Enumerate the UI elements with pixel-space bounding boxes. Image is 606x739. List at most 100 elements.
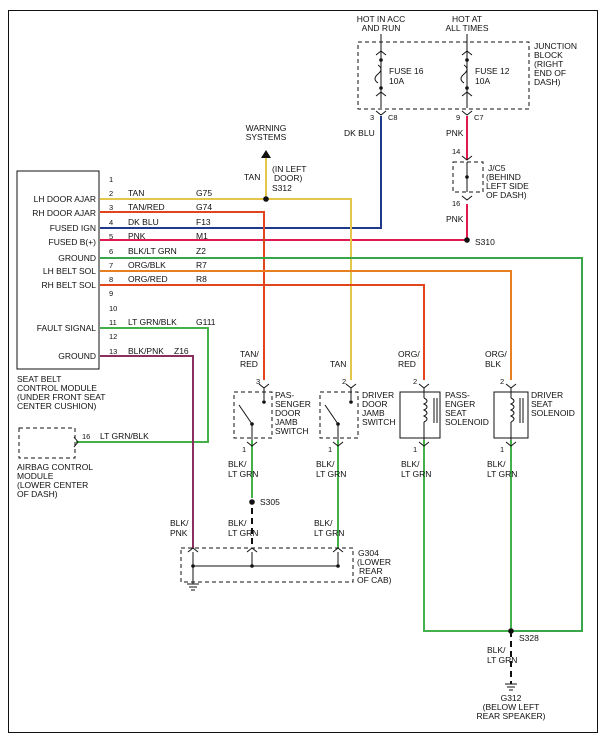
ground-g304: BLK/ PNK BLK/ LT GRN BLK/ LT GRN G304 (L… — [170, 518, 392, 591]
splice-s312 — [263, 196, 269, 202]
pin-2: 2 — [109, 189, 113, 198]
junction-block-label-5: DASH) — [534, 77, 561, 87]
drv-switch-wire-bottom-2: LT GRN — [316, 469, 346, 479]
fuse-12-rating: 10A — [475, 76, 490, 86]
pin13-color: BLK/PNK — [128, 346, 164, 356]
pin2-circuit: G75 — [196, 188, 212, 198]
pin13-circuit: Z16 — [174, 346, 189, 356]
pass-sol-wire-top-2: RED — [398, 359, 416, 369]
g304-wire-b-1: BLK/ — [228, 518, 247, 528]
pass-switch-pin-top: 3 — [256, 377, 260, 386]
pin-5: 5 — [109, 232, 113, 241]
pin-6: 6 — [109, 247, 113, 256]
junction-pin-3: 3 — [370, 113, 374, 122]
module-label-rh-belt-sol: RH BELT SOL — [42, 280, 97, 290]
pin8-color: ORG/RED — [128, 274, 168, 284]
module-label-lh-belt-sol: LH BELT SOL — [43, 266, 96, 276]
fuse-12-label: FUSE 12 — [475, 66, 510, 76]
pin-7: 7 — [109, 261, 113, 270]
pin-4: 4 — [109, 218, 113, 227]
jc5-label-1: J/C5 — [488, 163, 506, 173]
wire-pnk-top-label: PNK — [446, 128, 464, 138]
wire-pnk-bottom-label: PNK — [446, 214, 464, 224]
pin-11: 11 — [109, 318, 117, 327]
module-label-rh-door-ajar: RH DOOR AJAR — [32, 208, 96, 218]
pass-switch-wire-bottom-1: BLK/ — [228, 459, 247, 469]
airbag-caption-4: OF DASH) — [17, 489, 58, 499]
g304-wire-a-1: BLK/ — [170, 518, 189, 528]
g304-wire-c-1: BLK/ — [314, 518, 333, 528]
junction-block-label-1: JUNCTION — [534, 41, 577, 51]
module-outline — [16, 170, 100, 370]
drv-switch-pin-top: 2 — [342, 377, 346, 386]
g312-label-3: REAR SPEAKER) — [477, 711, 546, 721]
module-label-ground-1: GROUND — [58, 253, 96, 263]
pin6-color: BLK/LT GRN — [128, 246, 177, 256]
g312-wire-2: LT GRN — [487, 655, 517, 665]
drv-sol-label-1: DRIVER — [531, 390, 563, 400]
g312-wire-1: BLK/ — [487, 645, 506, 655]
wire-tan-g75 — [100, 198, 352, 380]
pin8-circuit: R8 — [196, 274, 207, 284]
drv-switch-label-4: SWITCH — [362, 417, 396, 427]
splice-s305 — [249, 499, 255, 505]
junction-conn-c7: C7 — [474, 113, 484, 122]
module-caption-1: SEAT BELT — [17, 374, 61, 384]
ground-g312 — [505, 683, 517, 691]
g312-label-2: (BELOW LEFT — [483, 702, 540, 712]
pass-sol-wire-top-1: ORG/ — [398, 349, 420, 359]
pin7-color: ORG/BLK — [128, 260, 166, 270]
drv-switch-label-1: DRIVER — [362, 390, 394, 400]
module-label-fault-signal: FAULT SIGNAL — [37, 323, 96, 333]
junction-connector-jc5: 14 16 J/C5 (BEHIND LEFT SIDE OF DASH) — [452, 147, 529, 208]
wire-dk-blu-f13 — [100, 116, 382, 229]
wire-blk-pnk-z16 — [100, 355, 194, 548]
drv-sol-wire-bottom-1: BLK/ — [487, 459, 506, 469]
pass-switch-label-1: PAS- — [275, 390, 294, 400]
pass-sol-pin-top: 2 — [413, 377, 417, 386]
pin-10: 10 — [109, 304, 117, 313]
pass-switch-label-3: DOOR — [275, 408, 301, 418]
drv-switch-wire-top: TAN — [330, 359, 346, 369]
pass-switch-label-5: SWITCH — [275, 426, 309, 436]
splice-s310-label: S310 — [475, 237, 495, 247]
drv-sol-wire-top-2: BLK — [485, 359, 501, 369]
drv-sol-wire-bottom-2: LT GRN — [487, 469, 517, 479]
pin11-circuit: G111 — [196, 317, 216, 327]
fuse-16 — [374, 42, 387, 108]
g312-label-1: G312 — [501, 693, 522, 703]
module-label-ground-2: GROUND — [58, 351, 96, 361]
driver-door-jamb-switch: TAN 2 1 DRIVER DOOR JAMB SWITCH BLK/ LT … — [316, 359, 396, 479]
jc5-label-3: LEFT SIDE — [486, 181, 529, 191]
g304-wire-a-2: PNK — [170, 528, 188, 538]
junction-block-outline — [357, 41, 530, 110]
pin4-circuit: F13 — [196, 217, 211, 227]
pin7-circuit: R7 — [196, 260, 207, 270]
splice-s310 — [464, 237, 470, 243]
junction-conn-c8: C8 — [388, 113, 398, 122]
pass-switch-label-2: SENGER — [275, 399, 311, 409]
pass-switch-label-4: JAMB — [275, 417, 298, 427]
drv-switch-pin-bottom: 1 — [328, 445, 332, 454]
pass-switch-wire-top-2: RED — [240, 359, 258, 369]
pin2-color: TAN — [128, 188, 144, 198]
wire-dk-blu-label: DK BLU — [344, 128, 375, 138]
hot-all-times-line2: ALL TIMES — [446, 23, 489, 33]
pass-switch-wire-top-1: TAN/ — [240, 349, 259, 359]
drv-sol-pin-bottom: 1 — [500, 445, 504, 454]
wire-blk-ltgrn-z2 — [100, 257, 583, 632]
pin3-circuit: G74 — [196, 202, 212, 212]
splice-s328-label: S328 — [519, 633, 539, 643]
drv-switch-label-2: DOOR — [362, 399, 388, 409]
pin4-color: DK BLU — [128, 217, 159, 227]
g304-label-4: OF CAB) — [357, 575, 392, 585]
warning-systems-arrow — [261, 150, 271, 158]
splice-s305-label: S305 — [260, 497, 280, 507]
jc5-pin-14: 14 — [452, 147, 460, 156]
warning-systems-line2: SYSTEMS — [246, 132, 287, 142]
pin-13: 13 — [109, 347, 117, 356]
wire-tan-warning-label: TAN — [244, 172, 260, 182]
splice-s312-note-2: DOOR) — [274, 173, 303, 183]
jc5-pin-16: 16 — [452, 199, 460, 208]
airbag-module-outline — [18, 427, 76, 459]
